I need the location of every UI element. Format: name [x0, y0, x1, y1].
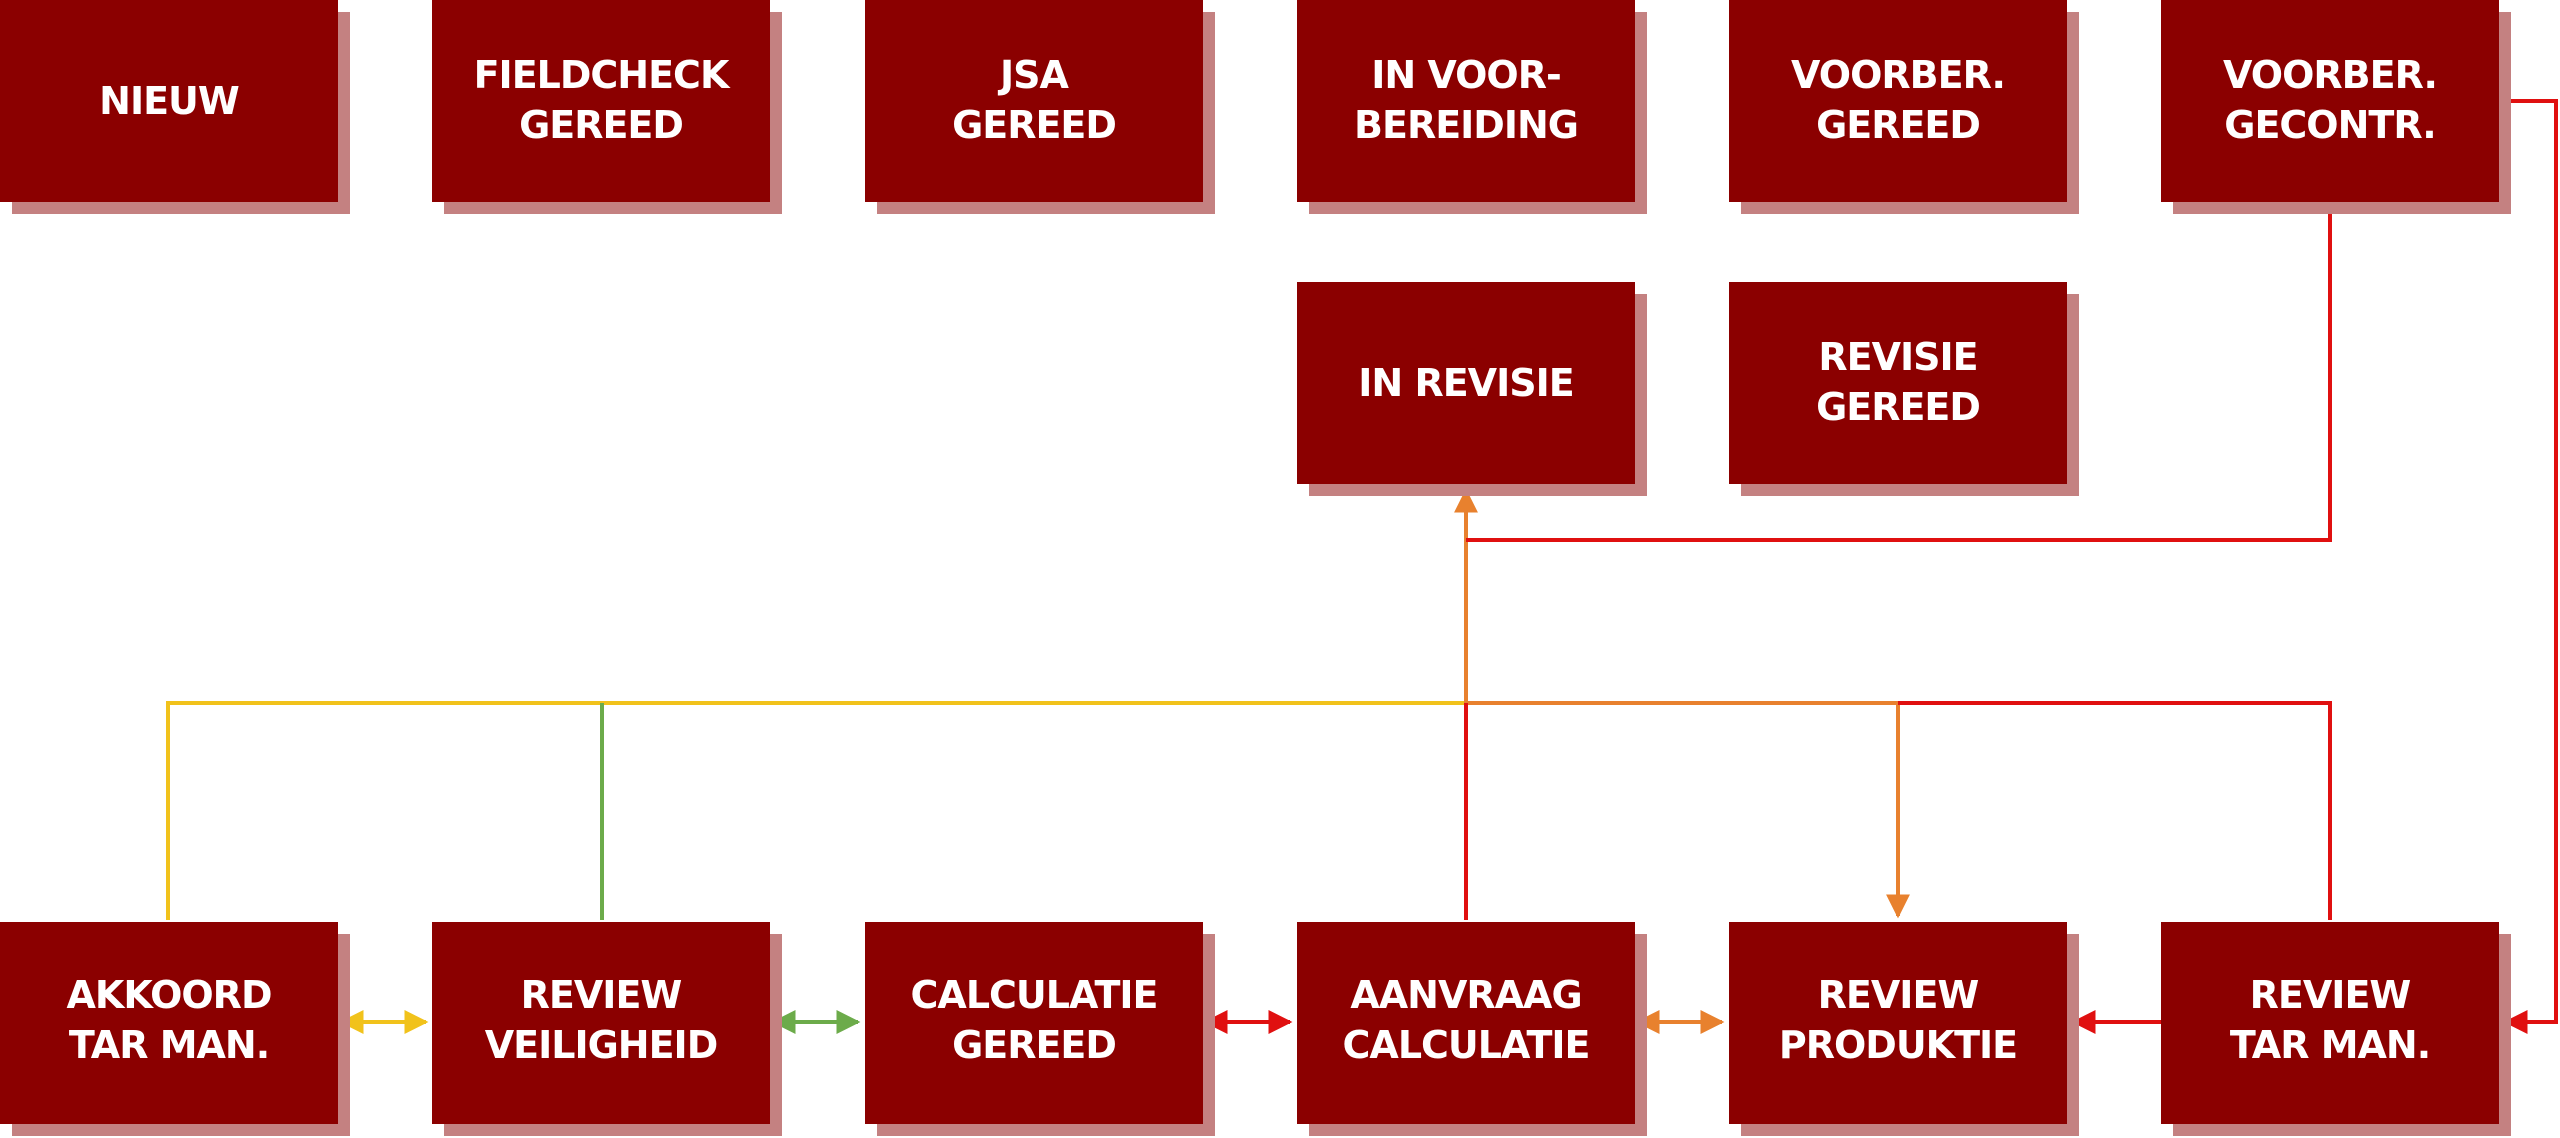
box-revisie-gereed-line-1: REVISIE [1818, 335, 1977, 379]
box-voorber-gereed[interactable]: VOORBER. GEREED [1729, 0, 2079, 214]
box-review-tar-man-line-1: REVIEW [2250, 973, 2411, 1017]
box-fieldcheck-gereed-line-2: GEREED [519, 103, 683, 147]
box-aanvraag-calculatie[interactable]: AANVRAAG CALCULATIE [1297, 922, 1647, 1136]
connector-gecontr-to-review-tarman [2500, 99, 2558, 1034]
box-fieldcheck-gereed[interactable]: FIELDCHECK GEREED [432, 0, 782, 214]
box-akkoord-tar-man-line-2: TAR MAN. [69, 1023, 269, 1067]
box-in-voorbereiding[interactable]: IN VOOR- BEREIDING [1297, 0, 1647, 214]
box-revisie-gereed-line-2: GEREED [1816, 385, 1980, 429]
box-voorber-gereed-line-1: VOORBER. [1791, 53, 2005, 97]
box-jsa-gereed-line-2: GEREED [952, 103, 1116, 147]
box-calculatie-gereed-line-1: CALCULATIE [911, 973, 1158, 1017]
box-jsa-gereed-line-1: JSA [997, 53, 1070, 97]
box-in-voorbereiding-line-1: IN VOOR- [1371, 53, 1561, 97]
box-voorber-gecontr-line-2: GECONTR. [2224, 103, 2435, 147]
box-aanvraag-calculatie-line-2: CALCULATIE [1343, 1023, 1590, 1067]
box-review-produktie-line-2: PRODUKTIE [1779, 1023, 2017, 1067]
box-review-veiligheid[interactable]: REVIEW VEILIGHEID [432, 922, 782, 1136]
box-voorber-gecontr[interactable]: VOORBER. GECONTR. [2161, 0, 2511, 214]
box-review-veiligheid-line-2: VEILIGHEID [485, 1023, 718, 1067]
connector-gecontr-to-in-revisie [1466, 202, 2332, 542]
box-in-revisie-line-1: IN REVISIE [1358, 361, 1573, 405]
box-review-produktie-line-1: REVIEW [1818, 973, 1979, 1017]
box-review-tar-man[interactable]: REVIEW TAR MAN. [2161, 922, 2511, 1136]
box-akkoord-tar-man[interactable]: AKKOORD TAR MAN. [0, 922, 350, 1136]
box-calculatie-gereed-line-2: GEREED [952, 1023, 1116, 1067]
box-voorber-gereed-line-2: GEREED [1816, 103, 1980, 147]
box-in-revisie[interactable]: IN REVISIE [1297, 282, 1647, 496]
connector-akkoord-to-revisie [166, 701, 1466, 920]
box-akkoord-tar-man-line-1: AKKOORD [66, 973, 271, 1017]
box-review-produktie[interactable]: REVIEW PRODUKTIE [1729, 922, 2079, 1136]
box-jsa-gereed[interactable]: JSA GEREED [865, 0, 1215, 214]
box-voorber-gecontr-line-1: VOORBER. [2223, 53, 2437, 97]
box-calculatie-gereed[interactable]: CALCULATIE GEREED [865, 922, 1215, 1136]
box-in-voorbereiding-line-2: BEREIDING [1354, 103, 1578, 147]
box-aanvraag-calculatie-line-1: AANVRAAG [1350, 973, 1581, 1017]
connector-tarman-to-bus [1898, 701, 2332, 920]
box-review-veiligheid-line-1: REVIEW [521, 973, 682, 1017]
box-review-tar-man-line-2: TAR MAN. [2230, 1023, 2430, 1067]
box-revisie-gereed[interactable]: REVISIE GEREED [1729, 282, 2079, 496]
box-fieldcheck-gereed-line-1: FIELDCHECK [474, 53, 731, 97]
box-nieuw-line-1: NIEUW [99, 79, 239, 123]
box-nieuw[interactable]: NIEUW [0, 0, 350, 214]
connector-revisie-to-produktie [1466, 701, 1910, 919]
